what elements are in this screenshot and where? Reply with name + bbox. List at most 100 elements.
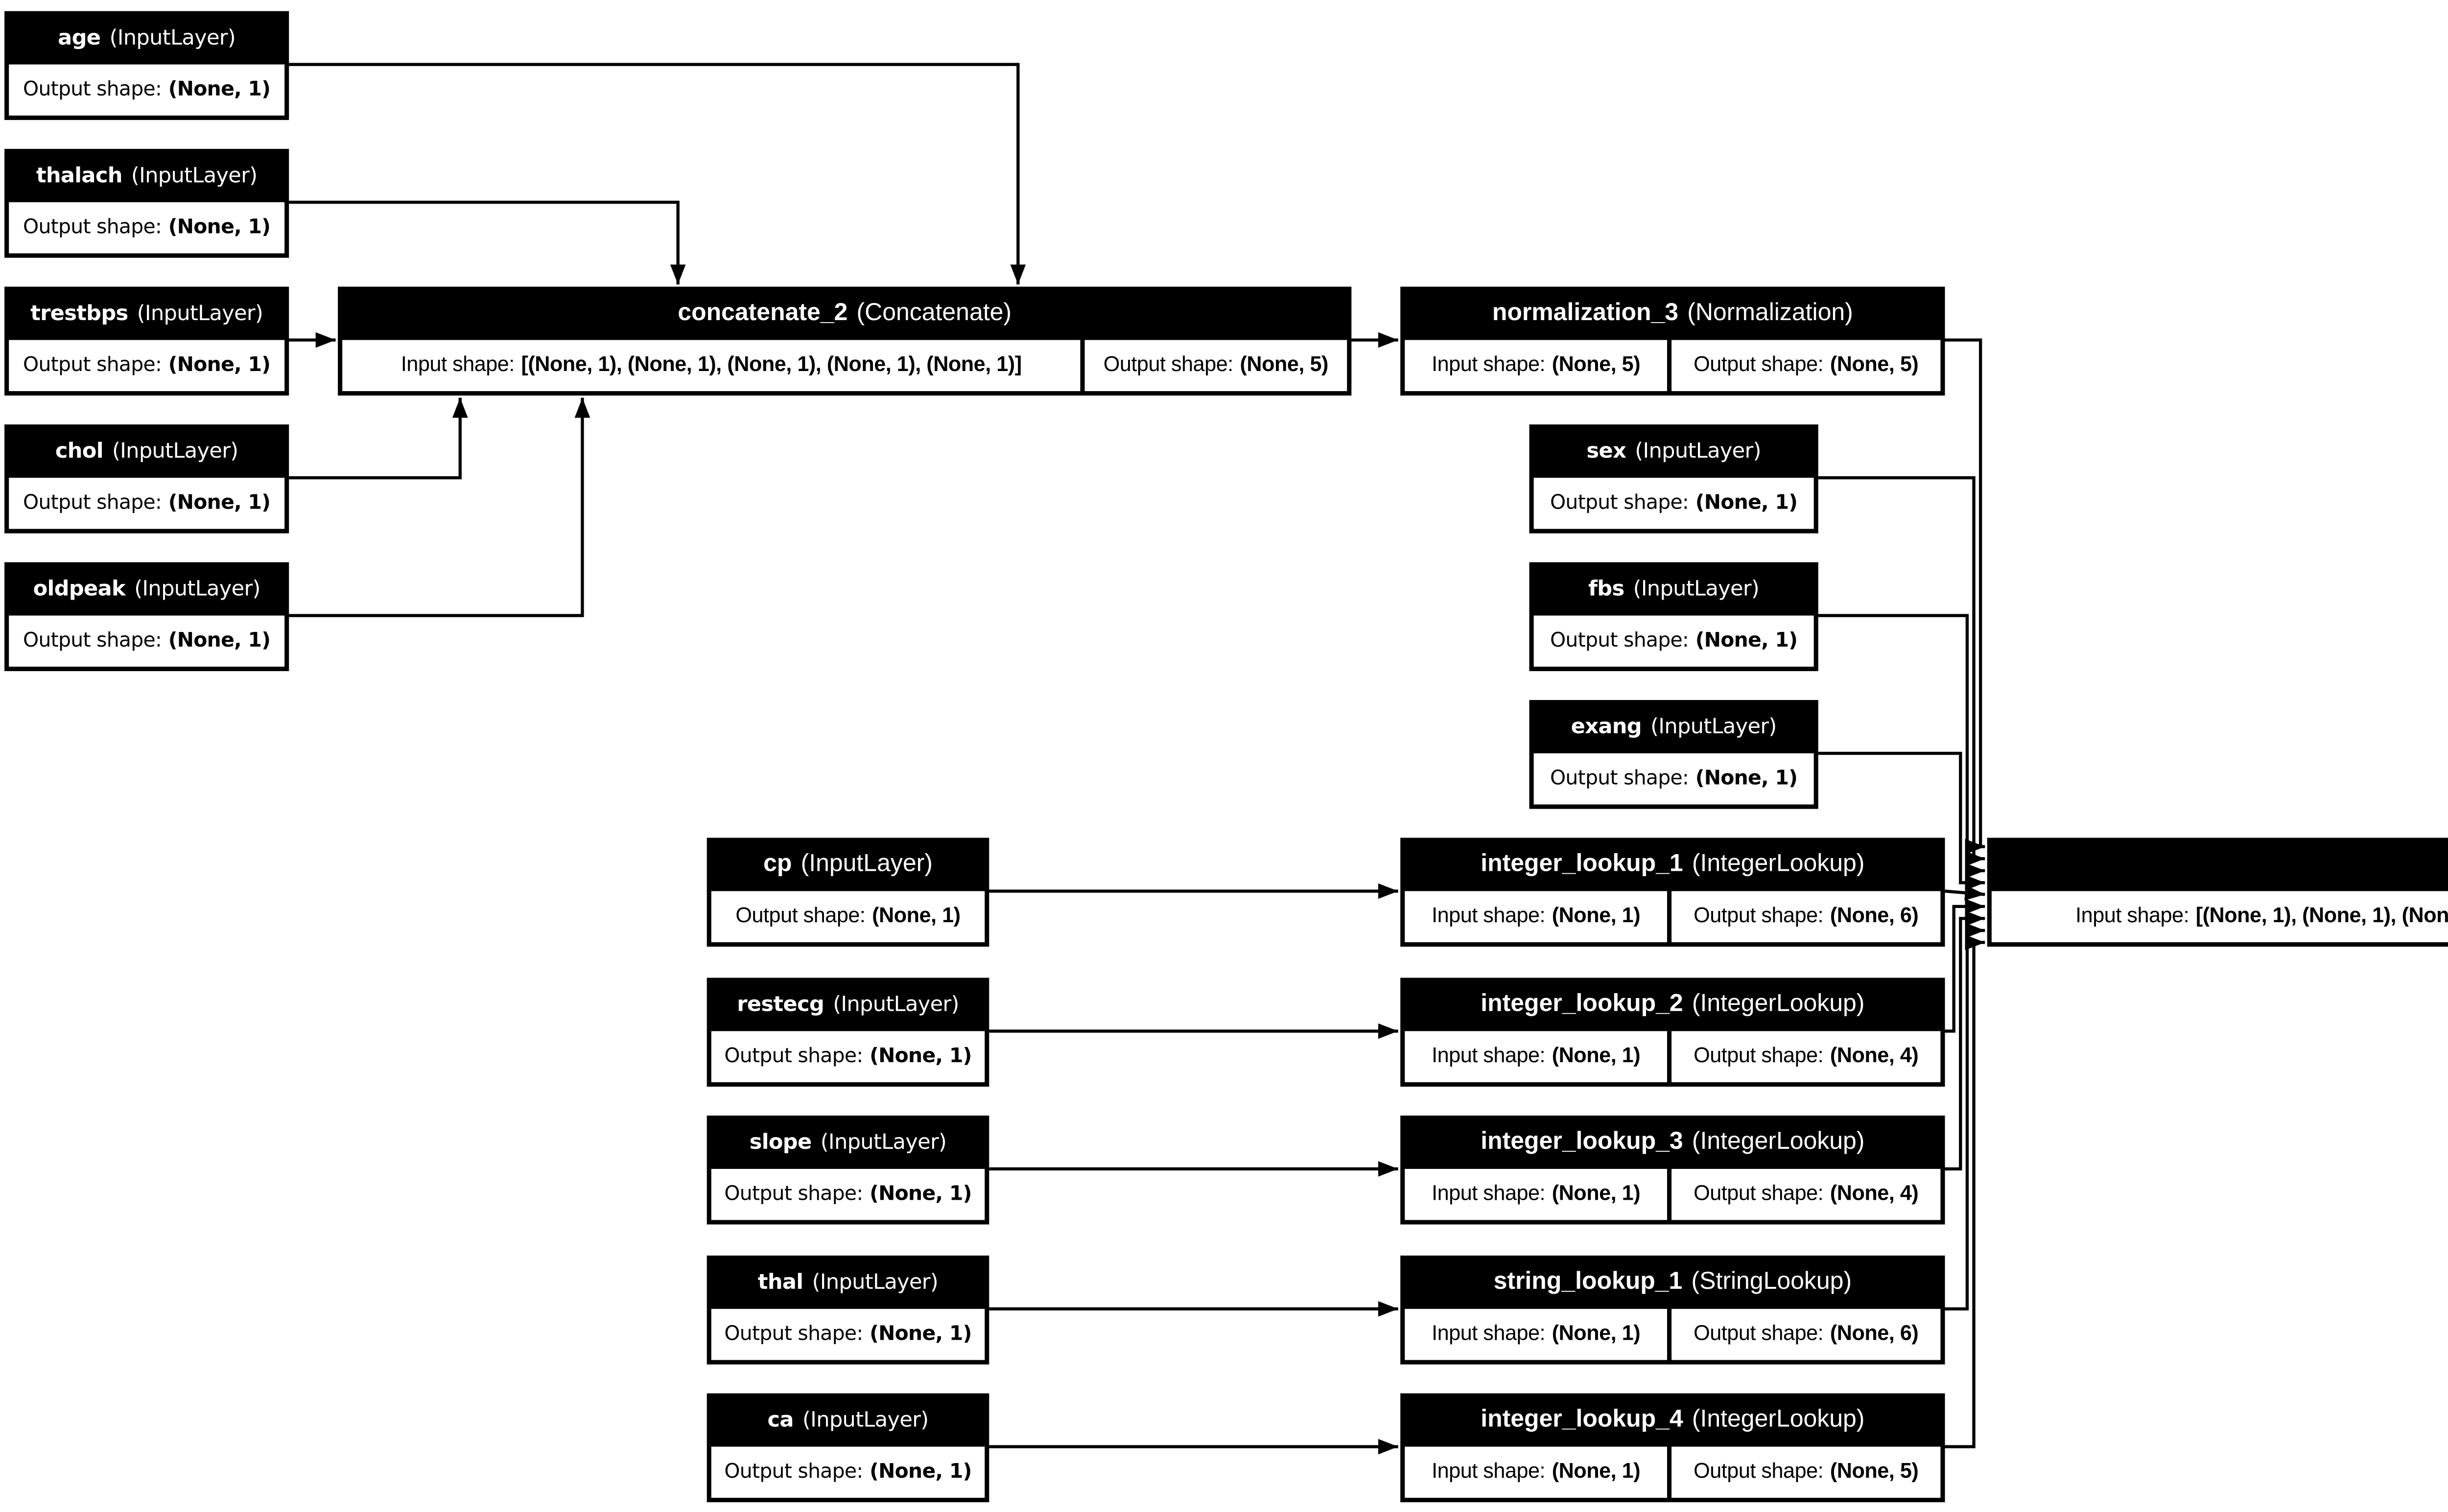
layer-type: (IntegerLookup): [1692, 991, 1865, 1018]
output-shape-cell-value: (None, 1): [870, 1183, 972, 1206]
edge-integer_lookup_2-to-concatenate_3: [1945, 898, 1985, 1033]
layer-name: sex: [1586, 439, 1626, 464]
edge-integer_lookup_4-to-concatenate_3: [1945, 934, 1985, 1448]
layer-title: slope (InputLayer): [707, 1116, 989, 1169]
node-normalization_3: normalization_3(Normalization)Input shap…: [1400, 286, 1945, 396]
layer-name: oldpeak: [33, 577, 126, 602]
layer-type: (InputLayer): [812, 1270, 939, 1295]
node-chol: chol(InputLayer)Output shape:(None, 1): [4, 424, 289, 534]
edge-integer_lookup_1-to-concatenate_3: [1945, 885, 1985, 901]
output-shape-cell-value: (None, 4): [1830, 1182, 1919, 1207]
layer-type: (InputLayer): [134, 577, 260, 602]
node-restecg: restecg (InputLayer) Output shape: (None, 1…: [706, 977, 989, 1087]
layer-shapes-row: Output shape:(None, 1): [707, 891, 989, 947]
edge-age-to-concatenate_2: [289, 63, 1026, 285]
output-shape-cell-value: (None, 1): [1695, 768, 1798, 790]
layer-title: integer_lookup_3(IntegerLookup): [1400, 1116, 1945, 1169]
edge-integer_lookup_3-to-concatenate_3: [1945, 910, 1985, 1171]
node-trestbps: trestbps(InputLayer)Output shape:(None, …: [4, 286, 289, 396]
layer-shapes-row: Output shape: (None, 1): [4, 615, 289, 672]
output-shape-cell-label: Output shape:: [1694, 904, 1824, 929]
edge-oldpeak-to-concatenate_2: [289, 397, 590, 617]
layer-type: (InputLayer): [131, 163, 258, 188]
layer-title: thal(InputLayer): [707, 1256, 989, 1309]
layer-name: trestbps: [30, 301, 128, 326]
layer-name: concatenate_2: [678, 300, 848, 327]
output-shape-cell-value: (None, 1): [168, 216, 271, 239]
layer-shapes-row: Input shape:(None, 5)Output shape:(None,…: [1400, 340, 1945, 396]
output-shape-cell: Output shape: (None, 1): [711, 1309, 985, 1360]
input-shape-cell: Input shape:[(None, 1), (None, 1), (None…: [1991, 891, 2448, 942]
output-shape-cell-label: Output shape:: [1694, 1044, 1824, 1069]
layer-type: (InputLayer): [1650, 714, 1777, 739]
output-shape-cell-label: Output shape:: [23, 216, 162, 239]
output-shape-cell-value: (None, 1): [1695, 630, 1798, 652]
layer-name: thalach: [36, 163, 123, 188]
edge-thalach-to-concatenate_2: [289, 200, 686, 285]
layer-name: restecg: [737, 992, 824, 1017]
layer-name: slope: [749, 1130, 812, 1155]
output-shape-cell: Output shape: (None, 1): [711, 1169, 985, 1220]
node-integer_lookup_1: integer_lookup_1(IntegerLookup)Input sha…: [1400, 837, 1945, 947]
output-shape-cell-label: Output shape:: [724, 1046, 863, 1068]
input-shape-cell-label: Input shape:: [1432, 1182, 1546, 1207]
layer-title: ca (InputLayer): [707, 1394, 989, 1447]
input-shape-cell-value: [(None, 1), (None, 1), (None, 1), (None,…: [2195, 904, 2448, 929]
node-integer_lookup_4: integer_lookup_4(IntegerLookup)Input sha…: [1400, 1393, 1945, 1503]
output-shape-cell-value: (None, 5): [1240, 353, 1328, 378]
layer-name: ca: [767, 1408, 794, 1433]
layer-title: cp(InputLayer): [707, 838, 989, 891]
layer-shapes-row: Output shape: (None, 1): [707, 1169, 989, 1225]
input-shape-cell: Input shape:[(None, 1), (None, 1), (None…: [342, 340, 1081, 392]
layer-title: oldpeak (InputLayer): [4, 562, 289, 616]
layer-title: exang(InputLayer): [1530, 700, 1818, 753]
output-shape-cell-label: Output shape:: [1694, 1182, 1824, 1207]
layer-type: (InputLayer): [820, 1130, 947, 1155]
layer-type: (InputLayer): [802, 1408, 929, 1433]
output-shape-cell: Output shape: (None, 1): [9, 64, 285, 116]
output-shape-cell: Output shape: (None, 1): [711, 1031, 985, 1082]
node-concatenate_3: concatenate_3(Concatenate)Input shape:[(…: [1987, 837, 2448, 947]
node-integer_lookup_3: integer_lookup_3(IntegerLookup)Input sha…: [1400, 1116, 1945, 1225]
layer-type: (InputLayer): [833, 992, 959, 1017]
output-shape-cell-label: Output shape:: [724, 1323, 863, 1346]
layer-shapes-row: Output shape: (None, 1): [4, 202, 289, 258]
output-shape-cell-value: (None, 1): [870, 1046, 972, 1068]
node-string_lookup_1: string_lookup_1(StringLookup)Input shape…: [1400, 1256, 1945, 1365]
output-shape-cell: Output shape:(None, 1): [1533, 753, 1814, 805]
layer-name: chol: [55, 439, 104, 464]
edge-normalization_3-to-concatenate_3: [1945, 338, 1985, 855]
layer-name: fbs: [1588, 577, 1624, 602]
input-shape-cell: Input shape:(None, 5): [1405, 340, 1667, 392]
output-shape-cell: Output shape:(None, 4): [1671, 1031, 1941, 1082]
node-cp: cp(InputLayer)Output shape:(None, 1): [706, 837, 989, 947]
layer-type: (Normalization): [1687, 300, 1853, 327]
layer-type: (StringLookup): [1691, 1269, 1852, 1296]
output-shape-cell-label: Output shape:: [724, 1183, 863, 1206]
output-shape-cell: Output shape:(None, 1): [711, 891, 985, 942]
input-shape-cell-label: Input shape:: [1432, 1322, 1546, 1347]
layer-title: age(InputLayer): [4, 11, 289, 65]
edge-string_lookup_1-to-concatenate_3: [1945, 923, 1985, 1311]
output-shape-cell-label: Output shape:: [23, 630, 162, 652]
output-shape-cell-value: (None, 1): [870, 1323, 972, 1346]
output-shape-cell: Output shape:(None, 6): [1671, 891, 1941, 942]
layer-shapes-row: Output shape:(None, 1): [1530, 753, 1818, 809]
output-shape-cell-label: Output shape:: [23, 79, 162, 101]
input-shape-cell: Input shape:(None, 1): [1405, 1169, 1667, 1220]
output-shape-cell-value: (None, 1): [168, 79, 271, 101]
output-shape-cell-label: Output shape:: [1694, 1460, 1824, 1485]
output-shape-cell-value: (None, 1): [870, 1461, 972, 1484]
layer-shapes-row: Output shape: (None, 1): [707, 1031, 989, 1087]
output-shape-cell-label: Output shape:: [1550, 492, 1689, 515]
output-shape-cell-value: (None, 1): [168, 630, 271, 652]
output-shape-cell-value: (None, 1): [1695, 492, 1798, 515]
output-shape-cell-value: (None, 4): [1830, 1044, 1919, 1069]
layer-shapes-row: Input shape:(None, 1) Output shape:(None,…: [1400, 1169, 1945, 1225]
output-shape-cell-label: Output shape:: [1550, 630, 1689, 652]
output-shape-cell-value: (None, 1): [168, 354, 271, 377]
input-shape-cell-label: Input shape:: [1432, 904, 1546, 929]
layer-title: restecg (InputLayer): [707, 978, 989, 1031]
layer-name: integer_lookup_1: [1481, 851, 1683, 878]
